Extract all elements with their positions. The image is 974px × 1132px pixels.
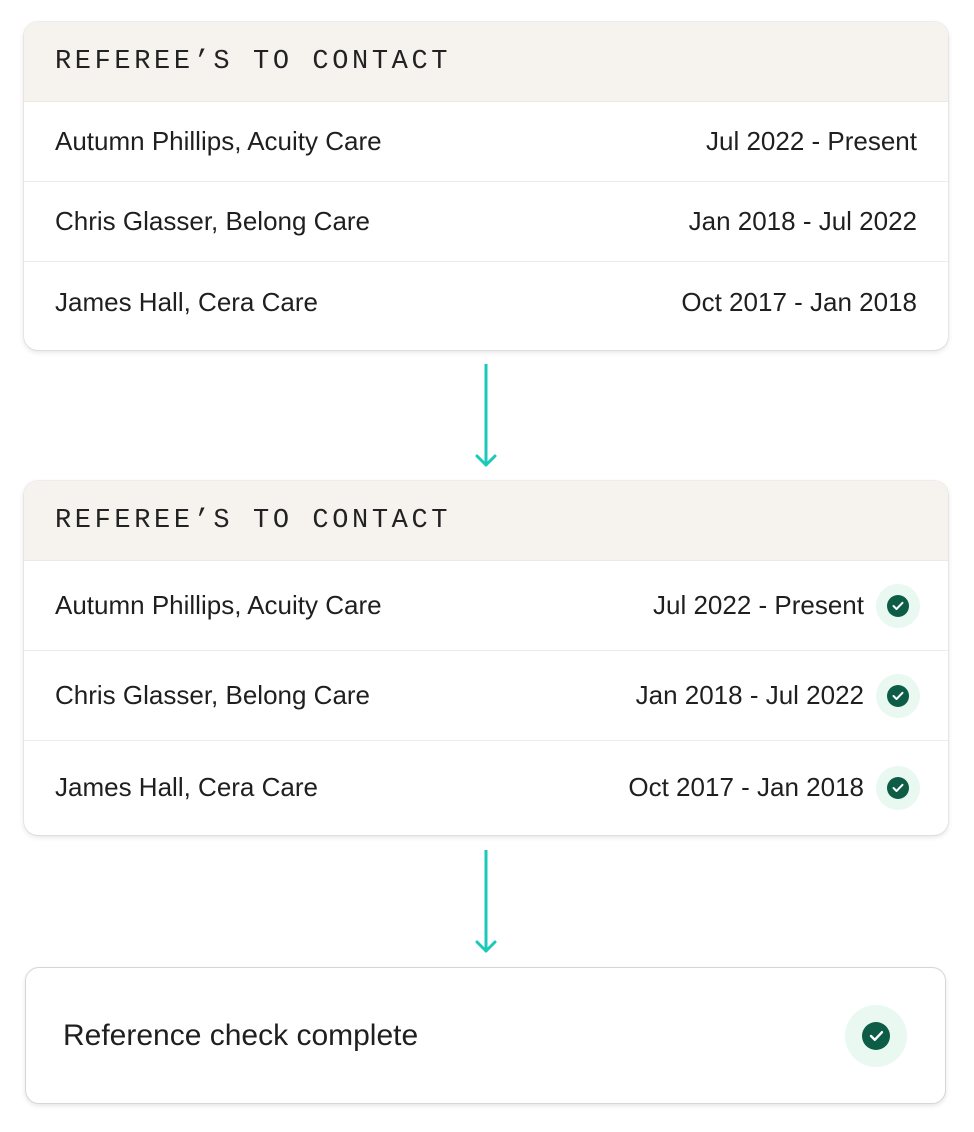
- referee-dates: Jul 2022 - Present: [652, 590, 864, 620]
- result-label: Reference check complete: [63, 1018, 419, 1052]
- referee-name: James Hall, Cera Care: [55, 286, 318, 317]
- referee-dates: Jan 2018 - Jul 2022: [635, 680, 864, 710]
- referee-row[interactable]: Autumn Phillips, Acuity Care Jul 2022 - …: [24, 102, 948, 182]
- check-circle-icon: [876, 583, 920, 628]
- check-circle-icon: [876, 673, 920, 718]
- referee-row[interactable]: James Hall, Cera Care Oct 2017 - Jan 201…: [24, 262, 948, 342]
- referee-name: Chris Glasser, Belong Care: [55, 680, 371, 710]
- arrow-down-icon: [475, 364, 497, 467]
- referee-status: Jan 2018 - Jul 2022: [635, 673, 920, 718]
- referee-dates: Oct 2017 - Jan 2018: [681, 286, 917, 317]
- check-circle-icon: [876, 765, 920, 810]
- card-header: REFEREE’S TO CONTACT: [24, 481, 948, 561]
- referee-name: Autumn Phillips, Acuity Care: [55, 126, 382, 156]
- referee-name: Autumn Phillips, Acuity Care: [55, 590, 382, 620]
- referee-row[interactable]: Chris Glasser, Belong Care Jan 2018 - Ju…: [24, 182, 948, 262]
- check-circle-icon: [845, 1004, 907, 1067]
- referee-status: Jul 2022 - Present: [652, 583, 920, 628]
- referee-dates: Oct 2017 - Jan 2018: [628, 772, 864, 802]
- referee-name: Chris Glasser, Belong Care: [55, 206, 371, 236]
- card-header: REFEREE’S TO CONTACT: [24, 22, 948, 102]
- referee-row[interactable]: Chris Glasser, Belong Care Jan 2018 - Ju…: [24, 651, 948, 741]
- referee-dates: Jan 2018 - Jul 2022: [688, 206, 917, 236]
- referee-dates: Jul 2022 - Present: [705, 126, 917, 156]
- referee-name: James Hall, Cera Care: [55, 772, 318, 802]
- referee-row[interactable]: Autumn Phillips, Acuity Care Jul 2022 - …: [24, 561, 948, 651]
- reference-check-complete-card[interactable]: Reference check complete: [25, 967, 946, 1104]
- referees-verified-card: REFEREE’S TO CONTACT Autumn Phillips, Ac…: [24, 481, 948, 835]
- card-title: REFEREE’S TO CONTACT: [55, 505, 452, 536]
- referee-status: Oct 2017 - Jan 2018: [628, 765, 920, 810]
- referee-row[interactable]: James Hall, Cera Care Oct 2017 - Jan 201…: [24, 741, 948, 834]
- card-title: REFEREE’S TO CONTACT: [55, 46, 452, 77]
- arrow-down-icon: [475, 850, 497, 953]
- referees-to-contact-card: REFEREE’S TO CONTACT Autumn Phillips, Ac…: [24, 22, 948, 350]
